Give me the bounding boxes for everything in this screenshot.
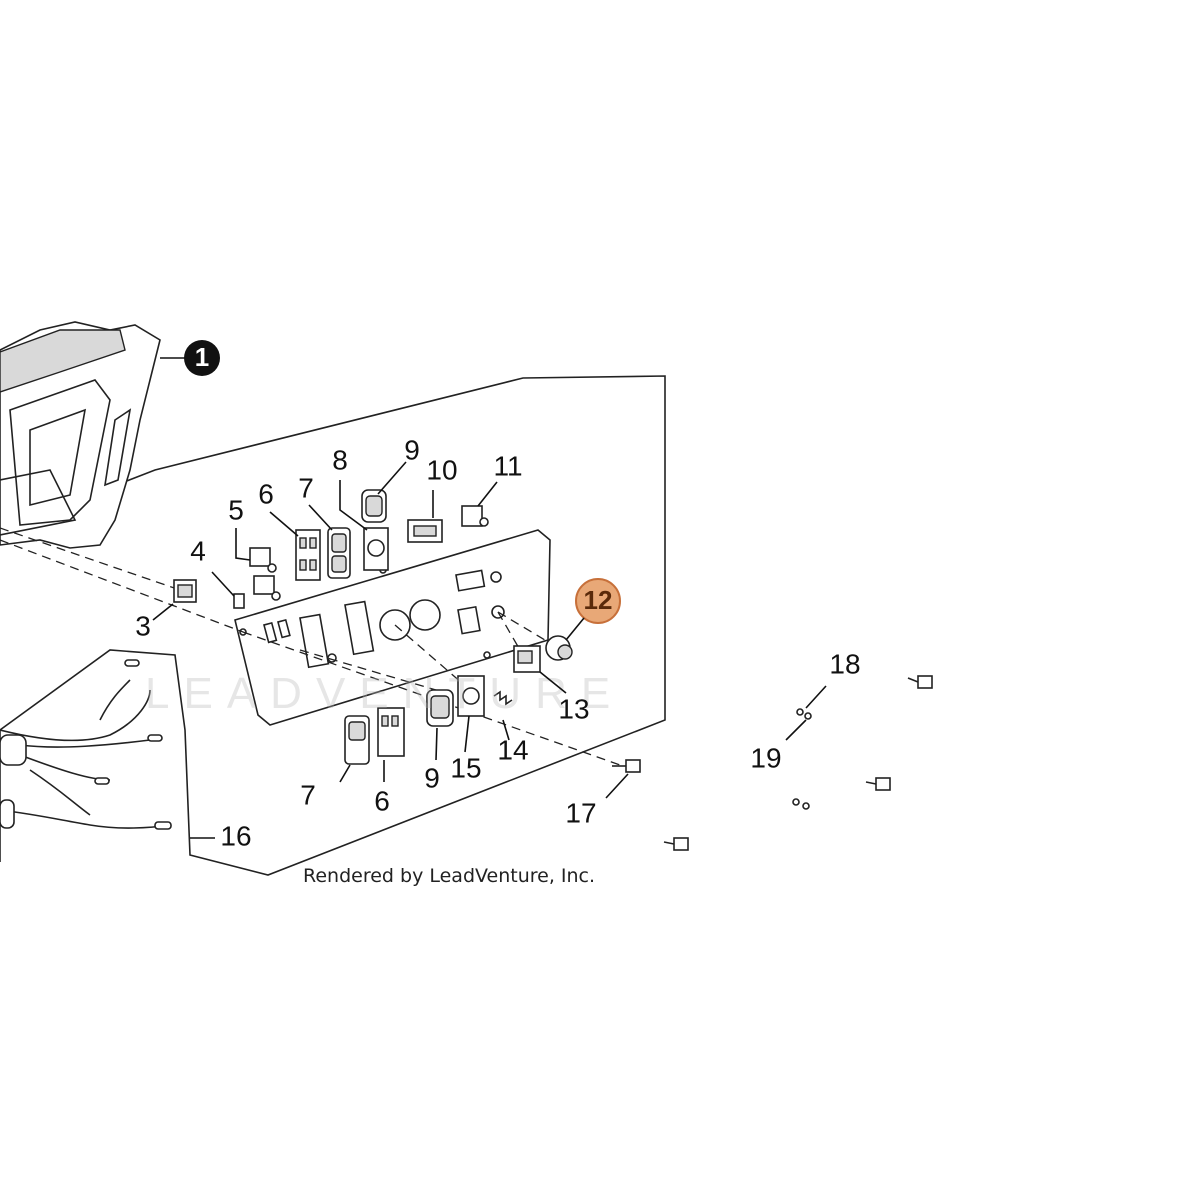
callout-7[interactable]: 7 <box>298 472 314 503</box>
generator-frame <box>0 321 161 549</box>
callout-16[interactable]: 16 <box>220 820 251 851</box>
callout-6-lower[interactable]: 6 <box>374 785 390 816</box>
callout-18[interactable]: 18 <box>829 648 860 679</box>
callout-6[interactable]: 6 <box>258 478 274 509</box>
callout-10[interactable]: 10 <box>426 454 457 485</box>
callout-9[interactable]: 9 <box>404 434 420 465</box>
callout-14[interactable]: 14 <box>497 734 528 765</box>
callout-labels: 3 4 5 6 7 8 9 10 11 13 7 6 9 15 14 16 17… <box>135 434 860 851</box>
callout-5[interactable]: 5 <box>228 494 244 525</box>
component-parts <box>173 489 933 851</box>
watermark-text: LEADVENTURE <box>145 669 624 718</box>
callout-17[interactable]: 17 <box>565 797 596 828</box>
control-panel-plate <box>234 529 551 726</box>
callout-3[interactable]: 3 <box>135 610 151 641</box>
callout-badge-1[interactable]: 1 <box>184 340 220 376</box>
render-credit: Rendered by LeadVenture, Inc. <box>303 865 595 887</box>
callout-badge-1-label: 1 <box>195 342 209 372</box>
callout-8[interactable]: 8 <box>332 444 348 475</box>
wiring-harness <box>0 659 172 830</box>
callout-badge-12-label: 12 <box>584 585 613 615</box>
callout-19[interactable]: 19 <box>750 742 781 773</box>
leader-lines <box>152 357 827 839</box>
callout-13[interactable]: 13 <box>558 693 589 724</box>
callout-15[interactable]: 15 <box>450 752 481 783</box>
callout-4[interactable]: 4 <box>190 535 206 566</box>
callout-9-lower[interactable]: 9 <box>424 762 440 793</box>
callout-badge-12-highlighted[interactable]: 12 <box>565 578 621 641</box>
callout-7-lower[interactable]: 7 <box>300 779 316 810</box>
callout-11[interactable]: 11 <box>493 450 522 481</box>
assembly-outline <box>0 375 666 876</box>
